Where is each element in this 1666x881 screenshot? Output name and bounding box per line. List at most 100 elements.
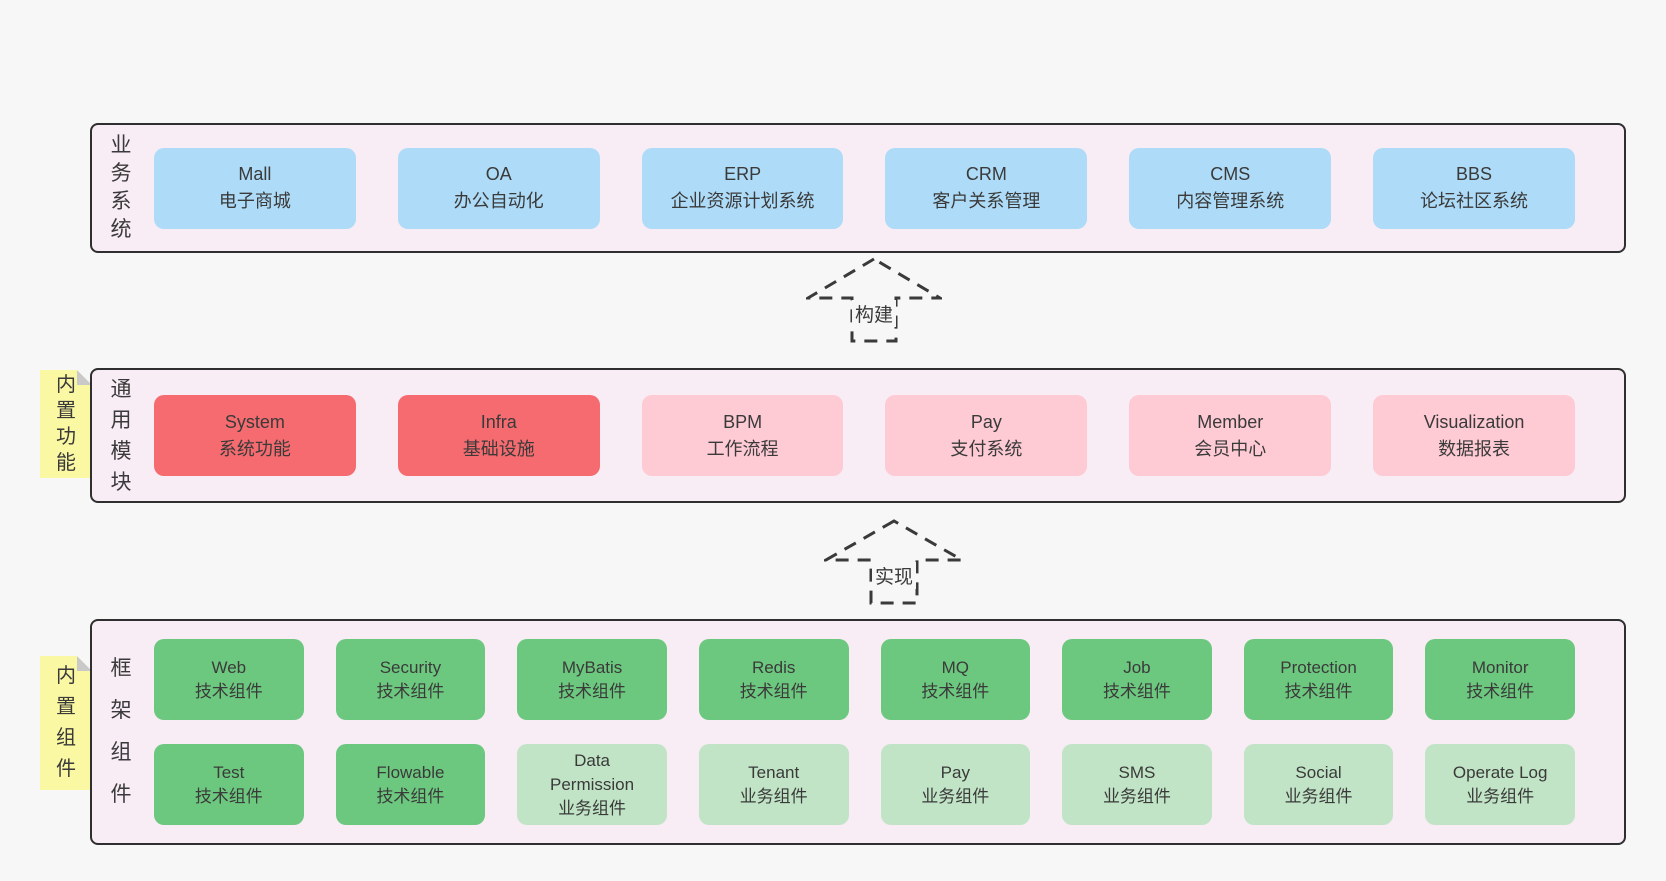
box-social: Social 业务组件 <box>1243 744 1394 825</box>
box-title: Operate Log <box>1452 762 1548 782</box>
box-subtitle: 论坛社区系统 <box>1420 191 1529 211</box>
box-title: Web <box>211 657 247 677</box>
panel-business-label: 业务系统 <box>92 125 150 251</box>
box-title: Data Permission <box>550 750 635 794</box>
box-title: OA <box>485 164 512 184</box>
panel-label-text: 通用模块 <box>110 377 132 494</box>
box-web: Web 技术组件 <box>154 639 304 720</box>
panel-label-text: 框架组件 <box>110 657 132 806</box>
box-subtitle: 办公自动化 <box>453 191 544 211</box>
box-subtitle: 基础设施 <box>462 438 535 459</box>
box-bpm: BPM 工作流程 <box>641 395 844 476</box>
box-data-permission: Data Permission 业务组件 <box>517 744 667 825</box>
dashed-up-arrow-icon <box>806 257 942 343</box>
box-title: Test <box>213 762 245 782</box>
sticky-note-label: 内置功能 <box>56 374 76 474</box>
arrow-label: 构建 <box>851 300 897 327</box>
box-subtitle: 系统功能 <box>218 438 291 459</box>
box-subtitle: 技术组件 <box>1102 681 1171 701</box>
box-subtitle: 技术组件 <box>739 681 808 701</box>
box-subtitle: 技术组件 <box>194 681 263 701</box>
dashed-up-arrow-icon <box>824 519 964 605</box>
box-subtitle: 支付系统 <box>950 438 1023 459</box>
box-title: Redis <box>751 657 796 677</box>
box-title: ERP <box>724 164 762 184</box>
box-job: Job 技术组件 <box>1062 639 1212 720</box>
box-title: Member <box>1197 411 1264 432</box>
box-subtitle: 电子商城 <box>218 191 291 211</box>
box-subtitle: 会员中心 <box>1194 438 1267 459</box>
modules-boxes: System 系统功能 Infra 基础设施 BPM 工作流程 Pay 支付系统 Member 会… <box>150 370 1624 501</box>
box-subtitle: 客户关系管理 <box>932 191 1041 211</box>
box-flowable: Flowable 技术组件 <box>335 744 486 825</box>
box-subtitle: 业务组件 <box>1102 786 1171 806</box>
box-test: Test 技术组件 <box>154 744 304 825</box>
box-mybatis: MyBatis 技术组件 <box>517 639 667 720</box>
box-subtitle: 技术组件 <box>194 786 263 806</box>
box-title: Infra <box>480 411 517 432</box>
box-sms: SMS 业务组件 <box>1062 744 1212 825</box>
box-subtitle: 工作流程 <box>706 438 779 459</box>
box-subtitle: 业务组件 <box>1284 786 1353 806</box>
box-title: CMS <box>1210 164 1251 184</box>
box-title: SMS <box>1118 762 1156 782</box>
sticky-note-builtin-features: 内置功能 <box>40 370 92 478</box>
box-protection: Protection 技术组件 <box>1243 639 1394 720</box>
box-monitor: Monitor 技术组件 <box>1425 639 1575 720</box>
panel-common-modules: 通用模块 System 系统功能 Infra 基础设施 BPM 工作流程 Pay 支付系统 Me… <box>90 368 1626 503</box>
box-title: CRM <box>965 164 1007 184</box>
box-subtitle: 技术组件 <box>1466 681 1535 701</box>
box-redis: Redis 技术组件 <box>698 639 849 720</box>
box-title: Security <box>379 657 442 677</box>
box-title: Visualization <box>1423 411 1525 432</box>
arrow-implement: 实现 <box>824 518 964 606</box>
box-bbs: BBS 论坛社区系统 <box>1373 147 1575 229</box>
box-title: Flowable <box>376 762 445 782</box>
sticky-note-builtin-components: 内置组件 <box>40 656 92 790</box>
box-crm: CRM 客户关系管理 <box>885 147 1088 229</box>
box-subtitle: 业务组件 <box>921 786 990 806</box>
box-subtitle: 业务组件 <box>558 798 627 818</box>
box-subtitle: 技术组件 <box>558 681 627 701</box>
box-system: System 系统功能 <box>154 395 356 476</box>
arrow-build: 构建 <box>806 256 942 344</box>
panel-modules-label: 通用模块 <box>92 370 150 501</box>
panel-framework-label: 框架组件 <box>92 621 150 843</box>
box-title: Pay <box>970 411 1002 432</box>
box-cms: CMS 内容管理系统 <box>1129 147 1332 229</box>
box-title: System <box>224 411 285 432</box>
box-mq: MQ 技术组件 <box>880 639 1031 720</box>
box-title: MQ <box>941 657 969 677</box>
box-subtitle: 技术组件 <box>376 786 445 806</box>
box-erp: ERP 企业资源计划系统 <box>641 147 844 229</box>
box-title: MyBatis <box>561 657 623 677</box>
panel-label-text: 业务系统 <box>110 134 132 241</box>
box-title: Job <box>1123 657 1151 677</box>
box-title: Monitor <box>1471 657 1529 677</box>
box-title: Pay <box>940 762 970 782</box>
box-title: Social <box>1295 762 1342 782</box>
box-subtitle: 内容管理系统 <box>1176 191 1285 211</box>
box-subtitle: 企业资源计划系统 <box>670 191 815 211</box>
sticky-note-label: 内置组件 <box>56 665 76 780</box>
box-subtitle: 业务组件 <box>739 786 808 806</box>
box-oa: OA 办公自动化 <box>397 147 600 229</box>
box-title: BBS <box>1456 164 1493 184</box>
box-subtitle: 技术组件 <box>921 681 990 701</box>
box-infra: Infra 基础设施 <box>397 395 600 476</box>
box-subtitle: 业务组件 <box>1466 786 1535 806</box>
box-title: BPM <box>723 411 763 432</box>
box-pay: Pay 支付系统 <box>885 395 1088 476</box>
box-subtitle: 技术组件 <box>1284 681 1353 701</box>
box-title: Protection <box>1280 657 1357 677</box>
box-operate-log: Operate Log 业务组件 <box>1425 744 1575 825</box>
